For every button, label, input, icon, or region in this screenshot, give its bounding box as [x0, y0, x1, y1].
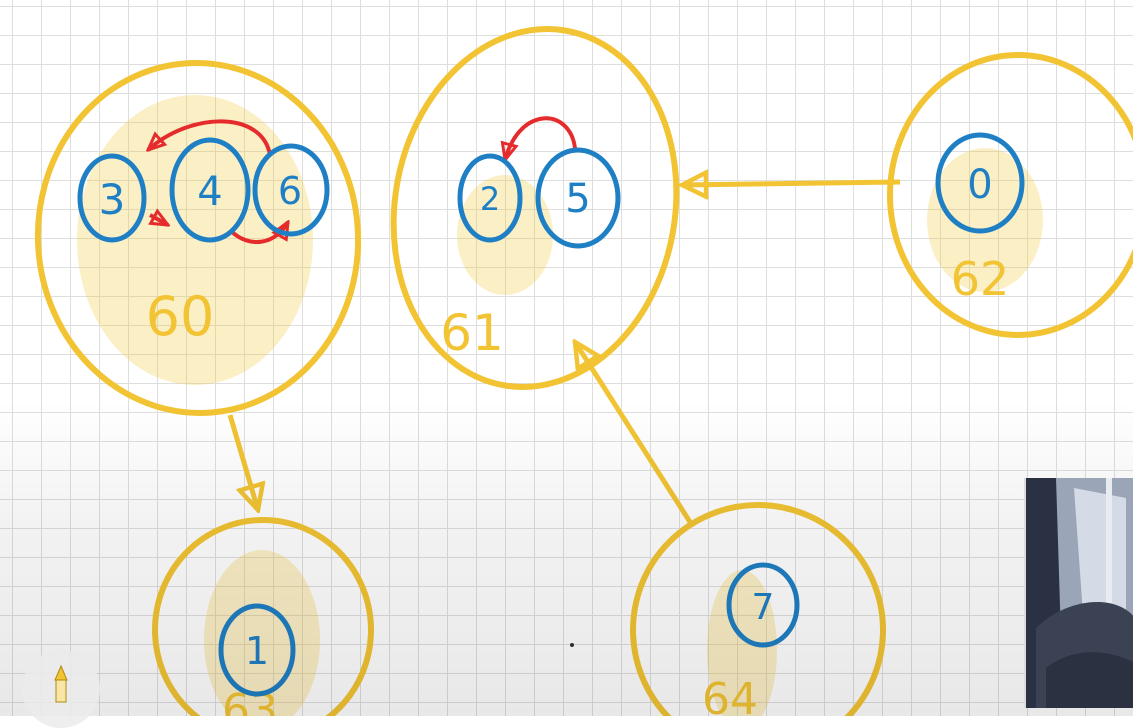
edge-60-to-63 — [227, 414, 258, 510]
webcam-overlay — [1024, 478, 1133, 708]
node-4: 4 — [169, 137, 251, 243]
component-64-circle — [630, 502, 886, 716]
component-64-label: 64 — [702, 674, 758, 716]
node-6-label: 6 — [278, 169, 302, 213]
stray-dot — [570, 643, 574, 647]
node-0-label: 0 — [967, 162, 992, 208]
component-63: 63 — [152, 517, 374, 716]
node-2-circle — [457, 153, 523, 243]
component-61-circle — [390, 26, 680, 390]
node-4-label: 4 — [197, 169, 222, 215]
pencil-tool-button[interactable] — [22, 650, 100, 728]
edge-4-to-3 — [148, 119, 272, 156]
node-4-circle — [169, 137, 251, 243]
node-3: 3 — [77, 153, 147, 243]
node-5: 5 — [535, 147, 621, 249]
node-0-circle — [935, 132, 1025, 234]
node-2-label: 2 — [480, 180, 500, 218]
component-62-label: 62 — [951, 252, 1010, 306]
node-1-label: 1 — [245, 629, 269, 673]
component-63-shading — [204, 550, 320, 716]
node-7: 7 — [726, 562, 800, 648]
edge-5-to-2 — [505, 116, 577, 160]
node-5-label: 5 — [565, 176, 590, 222]
node-6: 6 — [252, 143, 330, 237]
node-3-circle — [77, 153, 147, 243]
node-7-circle — [726, 562, 800, 648]
component-64-shading — [707, 570, 777, 716]
component-61: 61 — [390, 26, 680, 390]
node-0: 0 — [935, 132, 1025, 234]
component-62-circle — [887, 52, 1133, 338]
pencil-icon — [54, 664, 68, 703]
node-3-label: 3 — [99, 175, 126, 224]
edge-4-to-6 — [230, 222, 288, 244]
node-1-circle — [218, 603, 296, 697]
component-60-label: 60 — [146, 285, 215, 348]
component-62-shading — [927, 148, 1043, 292]
edge-64-to-61 — [575, 342, 693, 524]
node-7-label: 7 — [752, 587, 775, 628]
component-63-circle — [152, 517, 374, 716]
node-6-circle — [252, 143, 330, 237]
node-5-circle — [535, 147, 621, 249]
component-64: 64 — [630, 502, 886, 716]
edge-3-to-4 — [150, 215, 168, 225]
webcam-feed — [1026, 478, 1133, 708]
component-60-circle — [34, 60, 362, 416]
edge-62-to-61 — [682, 182, 901, 185]
node-1: 1 — [218, 603, 296, 697]
component-62: 62 — [887, 52, 1133, 338]
component-61-label: 61 — [440, 304, 504, 362]
node-2: 2 — [457, 153, 523, 243]
